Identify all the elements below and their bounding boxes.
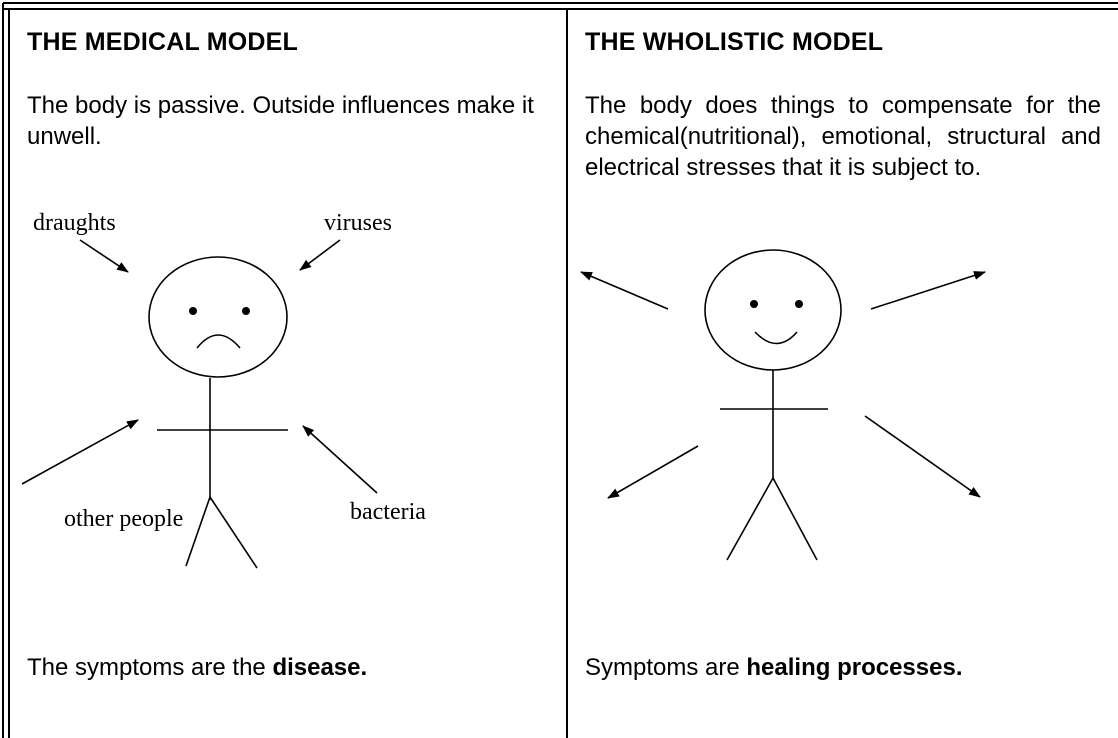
sad-face-head — [148, 256, 288, 378]
medical-model-heading: THE MEDICAL MODEL — [27, 28, 298, 56]
wholistic-stick-figure-diagram — [580, 249, 986, 561]
medical-model-conclusion: The symptoms are the disease. — [27, 654, 367, 682]
label-bacteria: bacteria — [350, 499, 426, 525]
wholistic-conclusion-emphasis: healing processes. — [746, 654, 963, 681]
happy-stick-figure — [704, 249, 842, 561]
arrow-from-draughts — [79, 239, 129, 273]
left-eye — [189, 307, 197, 315]
label-other-people: other people — [64, 506, 183, 532]
left-leg — [726, 477, 774, 561]
wholistic-model-conclusion: Symptoms are healing processes. — [585, 654, 962, 682]
label-viruses: viruses — [324, 210, 392, 236]
arrow-upper-right — [870, 271, 986, 310]
arrow-lower-right — [864, 415, 981, 498]
wholistic-model-description: The body does things to compensate for t… — [585, 92, 1101, 181]
right-leg — [772, 477, 818, 561]
arrow-from-viruses — [299, 239, 341, 271]
wholistic-model-heading: THE WHOLISTIC MODEL — [585, 28, 884, 56]
arrow-lower-left — [607, 445, 699, 499]
medical-stick-figure-diagram: draughts viruses other people bacteria — [21, 210, 426, 569]
medical-conclusion-emphasis: disease. — [272, 654, 368, 681]
left-leg — [185, 496, 211, 567]
medical-model-description: The body is passive. Outside influences … — [27, 92, 534, 150]
right-leg — [209, 496, 258, 569]
left-eye — [750, 300, 758, 308]
right-eye — [242, 307, 250, 315]
sad-stick-figure — [148, 256, 288, 569]
right-eye — [795, 300, 803, 308]
arrow-from-bacteria — [302, 425, 378, 494]
frown-mouth — [196, 334, 241, 349]
wholistic-conclusion-text: Symptoms are — [585, 654, 747, 681]
label-draughts: draughts — [33, 210, 116, 236]
outward-healing-arrows — [580, 271, 986, 499]
medical-conclusion-text: The symptoms are the — [27, 654, 273, 681]
arrow-from-other-people — [21, 419, 139, 485]
arrow-upper-left — [580, 271, 669, 310]
happy-face-head — [704, 249, 842, 371]
external-influence-arrows — [21, 239, 378, 494]
smile-mouth — [754, 331, 798, 345]
